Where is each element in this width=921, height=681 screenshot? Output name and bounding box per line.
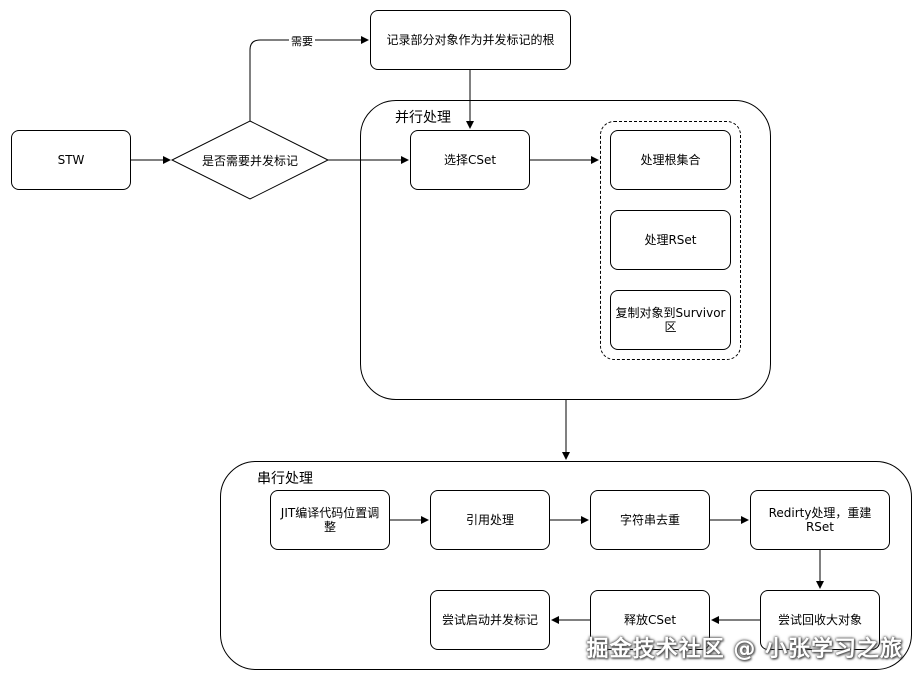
stw-node: STW xyxy=(11,130,131,190)
edge-decision-record xyxy=(249,36,369,121)
jit-node: JIT编译代码位置调整 xyxy=(270,490,390,550)
record-roots-node: 记录部分对象作为并发标记的根 xyxy=(370,10,571,70)
free-cset-node: 释放CSet xyxy=(590,590,710,650)
process-rset-node: 处理RSet xyxy=(610,210,731,270)
watermark: 掘金技术社区 @ 小张学习之旅 xyxy=(586,637,903,662)
edge-label-need: 需要 xyxy=(289,33,315,49)
ref-process-node: 引用处理 xyxy=(430,490,550,550)
redirty-node: Redirty处理，重建RSet xyxy=(750,490,890,550)
start-concurrent-node: 尝试启动并发标记 xyxy=(430,590,550,650)
parallel-group-title: 并行处理 xyxy=(395,110,451,126)
decision-diamond xyxy=(170,120,330,200)
choose-cset-node: 选择CSet xyxy=(410,130,530,190)
parallel-tasks-dashed-box xyxy=(600,121,741,360)
copy-survivor-node: 复制对象到Survivor区 xyxy=(610,290,731,350)
decision-node: 是否需要并发标记 xyxy=(201,153,298,168)
humongous-node: 尝试回收大对象 xyxy=(760,590,880,650)
serial-group-title: 串行处理 xyxy=(257,471,313,487)
process-roots-node: 处理根集合 xyxy=(610,130,731,190)
string-dedup-node: 字符串去重 xyxy=(590,490,710,550)
